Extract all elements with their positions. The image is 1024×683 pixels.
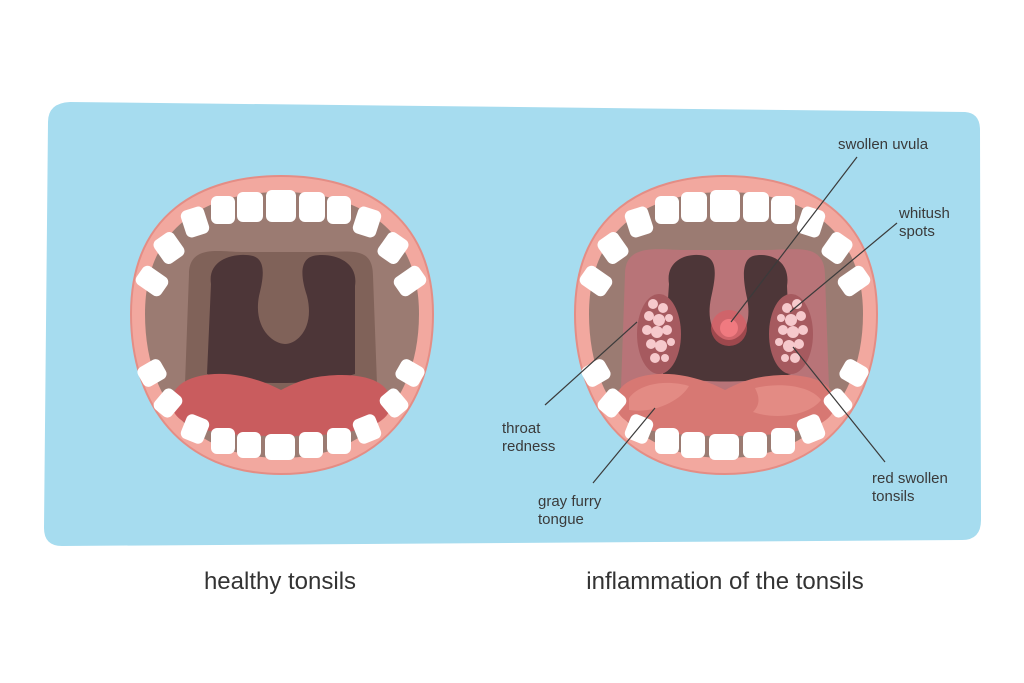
label-whitish-spots: whitush spots [899, 205, 950, 240]
leader-lines [544, 156, 898, 484]
healthy-tongue [171, 373, 392, 436]
leader-whitish-spots [789, 222, 898, 313]
leader-red-swollen-tonsils [792, 346, 886, 463]
inflamed-lower-teeth [581, 359, 869, 460]
leader-swollen-uvula [730, 156, 858, 323]
label-red-swollen-tonsils: red swollen tonsils [872, 470, 948, 505]
leader-gray-furry-tongue [592, 407, 656, 484]
healthy-throat [207, 254, 356, 383]
label-throat-redness: throat redness [502, 420, 556, 455]
healthy-lower-teeth [137, 359, 425, 460]
inflamed-mouth-icon [573, 174, 879, 476]
caption-inflammation-tonsils: inflammation of the tonsils [586, 568, 864, 595]
healthy-mouth-icon [129, 174, 435, 476]
caption-healthy-tonsils: healthy tonsils [203, 568, 357, 595]
healthy-upper-teeth [135, 190, 427, 297]
label-gray-furry-tongue: gray furry tongue [538, 493, 602, 528]
label-swollen-uvula: swollen uvula [838, 136, 929, 153]
inflamed-throat [663, 254, 791, 382]
right-swollen-tonsil [769, 294, 813, 374]
leader-throat-redness [544, 321, 638, 406]
inflamed-upper-teeth [579, 190, 871, 297]
left-swollen-tonsil [637, 294, 681, 374]
